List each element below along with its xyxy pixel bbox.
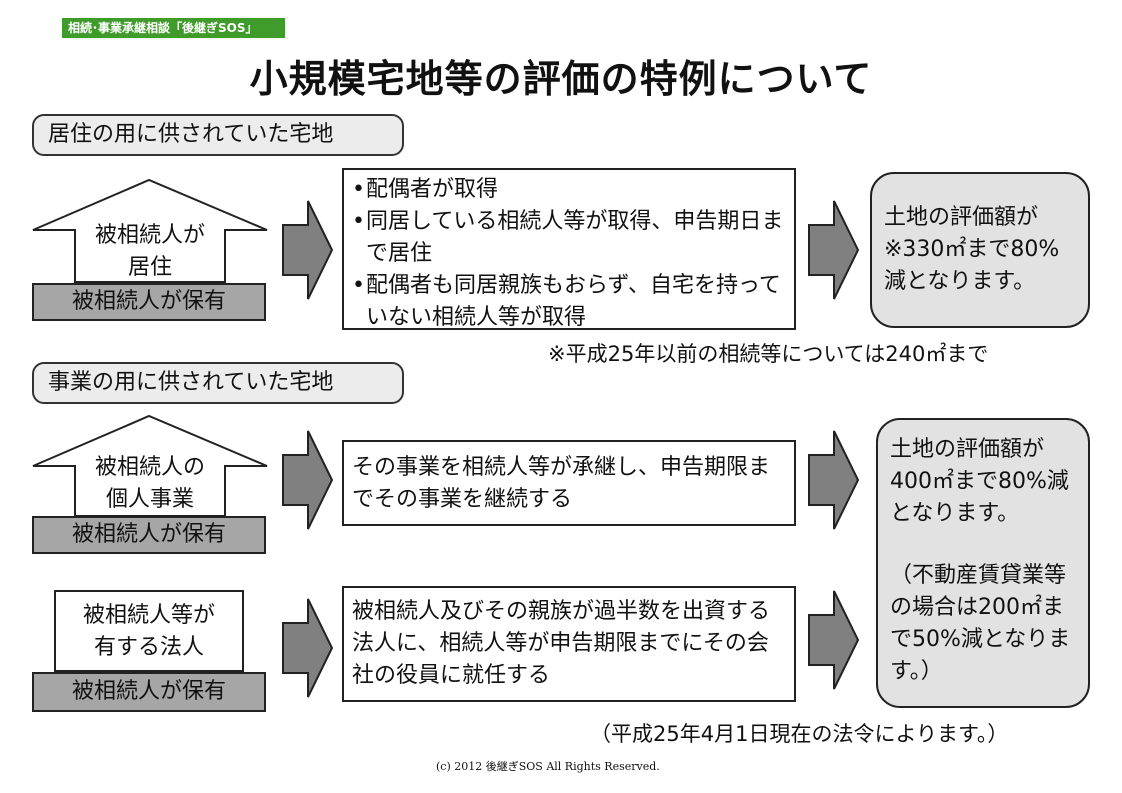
house-label-line2: 個人事業 — [105, 487, 194, 512]
footnote-residential: ※平成25年以前の相続等については240㎡まで — [548, 342, 989, 366]
law-note: （平成25年4月1日現在の法令によります。） — [590, 722, 1009, 746]
arrow-residential-2 — [808, 200, 860, 300]
condition-box-business-1: その事業を相続人等が承継し、申告期限までその事業を継続する — [342, 440, 796, 526]
house-label-business: 被相続人の 個人事業 — [70, 452, 230, 516]
owner-box-residential: 被相続人が保有 — [32, 283, 266, 321]
house-label-residential: 被相続人が 居住 — [70, 220, 230, 284]
house-label-line2: 居住 — [127, 255, 172, 280]
result-box-residential: 土地の評価額が※330㎡まで80%減となります。 — [870, 172, 1090, 328]
conditions-box-residential: 配偶者が取得 同居している相続人等が取得、申告期日まで居住 配偶者も同居親族もお… — [342, 168, 796, 330]
page-title: 小規模宅地等の評価の特例について — [249, 57, 873, 101]
copyright: (c) 2012 後継ぎSOS All Rights Reserved. — [436, 760, 660, 773]
owner-box-business-2: 被相続人が保有 — [32, 672, 266, 712]
arrow-business-1b — [808, 430, 860, 530]
house-label-line1: 被相続人が — [94, 223, 205, 248]
corporation-label-line1: 被相続人等が — [82, 603, 215, 628]
condition-item: 同居している相続人等が取得、申告期日まで居住 — [352, 206, 786, 270]
corporation-box: 被相続人等が 有する法人 — [54, 590, 244, 672]
condition-item: 配偶者が取得 — [352, 174, 786, 206]
result-sub: （不動産賃貸業等の場合は200㎡まで50%減となります。） — [890, 563, 1071, 684]
category-badge: 相続･事業承継相談「後継ぎSOS」 — [62, 18, 285, 38]
condition-box-business-2: 被相続人及びその親族が過半数を出資する法人に、相続人等が申告期限までにその会社の… — [342, 586, 796, 702]
result-main: 土地の評価額が400㎡まで80%減となります。 — [890, 437, 1069, 526]
arrow-residential-1 — [282, 200, 334, 300]
house-label-line1: 被相続人の — [94, 455, 205, 480]
house-shape-residential — [32, 178, 268, 283]
corporation-label-line2: 有する法人 — [93, 635, 204, 660]
arrow-business-1a — [282, 430, 334, 530]
section-heading-residential: 居住の用に供されていた宅地 — [32, 114, 404, 156]
section-heading-business: 事業の用に供されていた宅地 — [32, 362, 404, 404]
arrow-business-2b — [808, 590, 860, 690]
owner-box-business-1: 被相続人が保有 — [32, 516, 266, 554]
arrow-business-2a — [282, 598, 334, 698]
condition-item: 配偶者も同居親族もおらず、自宅を持っていない相続人等が取得 — [352, 270, 786, 334]
house-shape-business — [32, 414, 268, 517]
result-box-business: 土地の評価額が400㎡まで80%減となります。 （不動産賃貸業等の場合は200㎡… — [876, 418, 1090, 708]
